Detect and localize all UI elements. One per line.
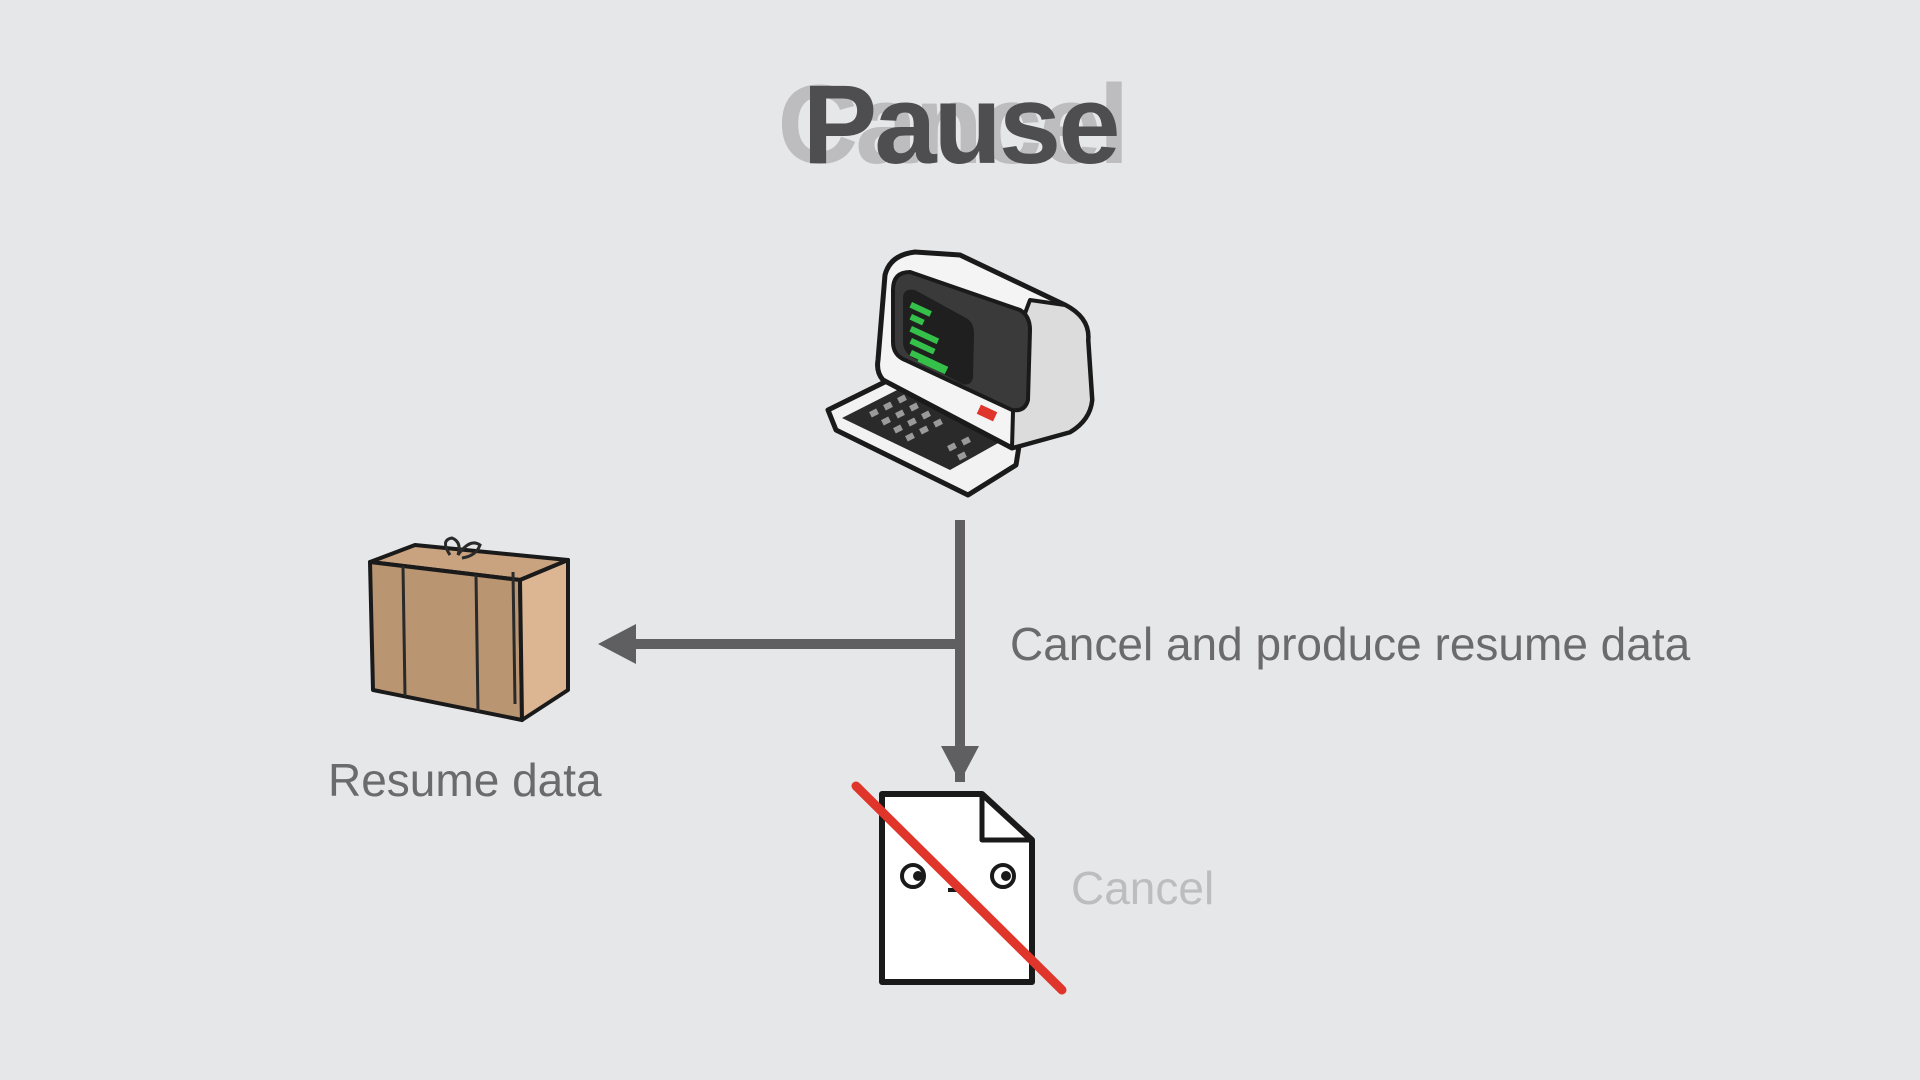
slide-title: Cancel Pause [0, 60, 1920, 190]
arrow-left-head [598, 624, 636, 664]
action-label: Cancel and produce resume data [1010, 618, 1691, 670]
arrow-down-head [941, 746, 979, 782]
package-box-icon [368, 536, 570, 722]
title-ghost-text: Cancel [777, 62, 1129, 187]
retro-computer-icon [825, 249, 1095, 498]
cancel-label: Cancel [1071, 862, 1215, 914]
resume-data-label: Resume data [328, 754, 602, 806]
flow-arrows [598, 520, 979, 782]
title-text: Pause [802, 62, 1121, 187]
strike-through-mark [851, 781, 1067, 995]
